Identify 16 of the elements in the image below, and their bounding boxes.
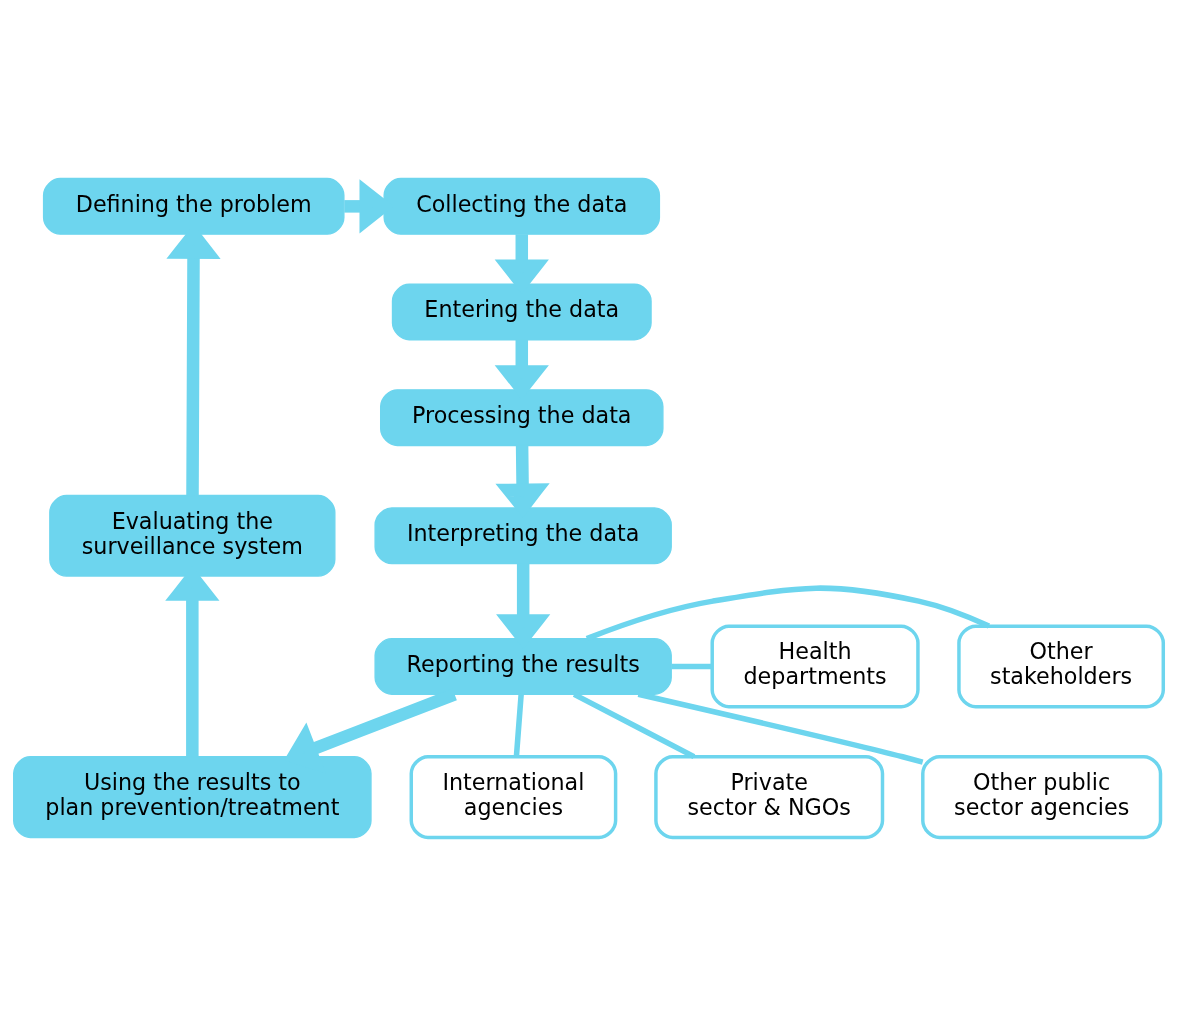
node-box: Collecting the data [383, 177, 661, 235]
connector [671, 663, 712, 669]
node-box: Private sector & NGOs [654, 754, 885, 839]
node-box: Processing the data [380, 388, 664, 446]
node-box: Evaluating the surveillance system [49, 494, 336, 577]
node-box: Other stakeholders [957, 623, 1165, 708]
node-box: International agencies [409, 754, 618, 839]
node-box: Health departments [710, 623, 920, 708]
connector [513, 693, 524, 757]
node-box: Other public sector agencies [921, 754, 1163, 839]
node-box: Reporting the results [374, 637, 672, 695]
connector [585, 584, 991, 641]
node-box: Entering the data [391, 283, 652, 340]
node-box: Using the results to plan prevention/treatment [13, 755, 372, 838]
node-box: Defining the problem [42, 177, 345, 235]
node-box: Interpreting the data [374, 506, 672, 564]
